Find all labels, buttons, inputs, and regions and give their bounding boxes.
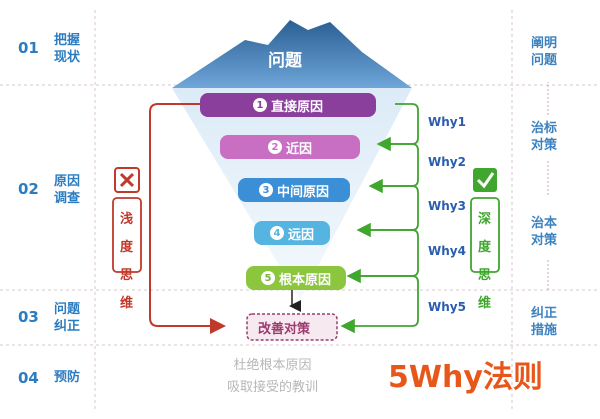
why-brackets	[340, 103, 419, 334]
step-num-1: 01	[18, 39, 39, 57]
step-label-2: 原因 调查	[54, 174, 81, 206]
level-number: 5	[260, 271, 275, 285]
why-1: Why1	[428, 115, 466, 129]
shallow-thinking-label: 浅度思维	[120, 212, 134, 311]
iceberg-title: 问题	[268, 51, 302, 71]
shallow-path	[149, 103, 226, 334]
countermeasure-label: 改善对策	[258, 322, 311, 337]
why-2: Why2	[428, 155, 466, 169]
level-text: 近因	[285, 141, 312, 157]
step-label-1: 把握 现状	[54, 33, 81, 65]
step-label-4: 预防	[54, 370, 81, 385]
prevention-text: 杜绝根本原因 吸取接受的教训	[227, 358, 319, 395]
iceberg-tip	[172, 20, 412, 88]
level-text: 直接原因	[270, 99, 323, 115]
level-text: 根本原因	[278, 272, 331, 288]
step-num-3: 03	[18, 308, 39, 326]
level-number: 3	[258, 183, 273, 197]
right-label-correct: 纠正 措施	[531, 306, 558, 338]
step-num-2: 02	[18, 180, 39, 198]
level-number: 2	[267, 140, 282, 154]
countermeasure-box	[246, 313, 338, 341]
deep-thinking-label: 深度思维	[478, 212, 492, 311]
why-3: Why3	[428, 199, 466, 213]
right-label-clarify: 阐明 问题	[531, 36, 558, 68]
step-num-4: 04	[18, 369, 39, 387]
check-icon	[473, 168, 497, 192]
step-label-3: 问题 纠正	[54, 302, 81, 334]
right-label-symptom: 治标 对策	[531, 121, 558, 153]
why-4: Why4	[428, 244, 466, 258]
right-label-root: 治本 对策	[531, 216, 558, 248]
level-text: 远因	[287, 227, 314, 243]
why-5: Why5	[428, 300, 466, 314]
level-text: 中间原因	[276, 184, 329, 200]
level-number: 1	[252, 98, 267, 112]
level-number: 4	[269, 226, 284, 240]
brand-title: 5Why法则	[388, 360, 543, 395]
